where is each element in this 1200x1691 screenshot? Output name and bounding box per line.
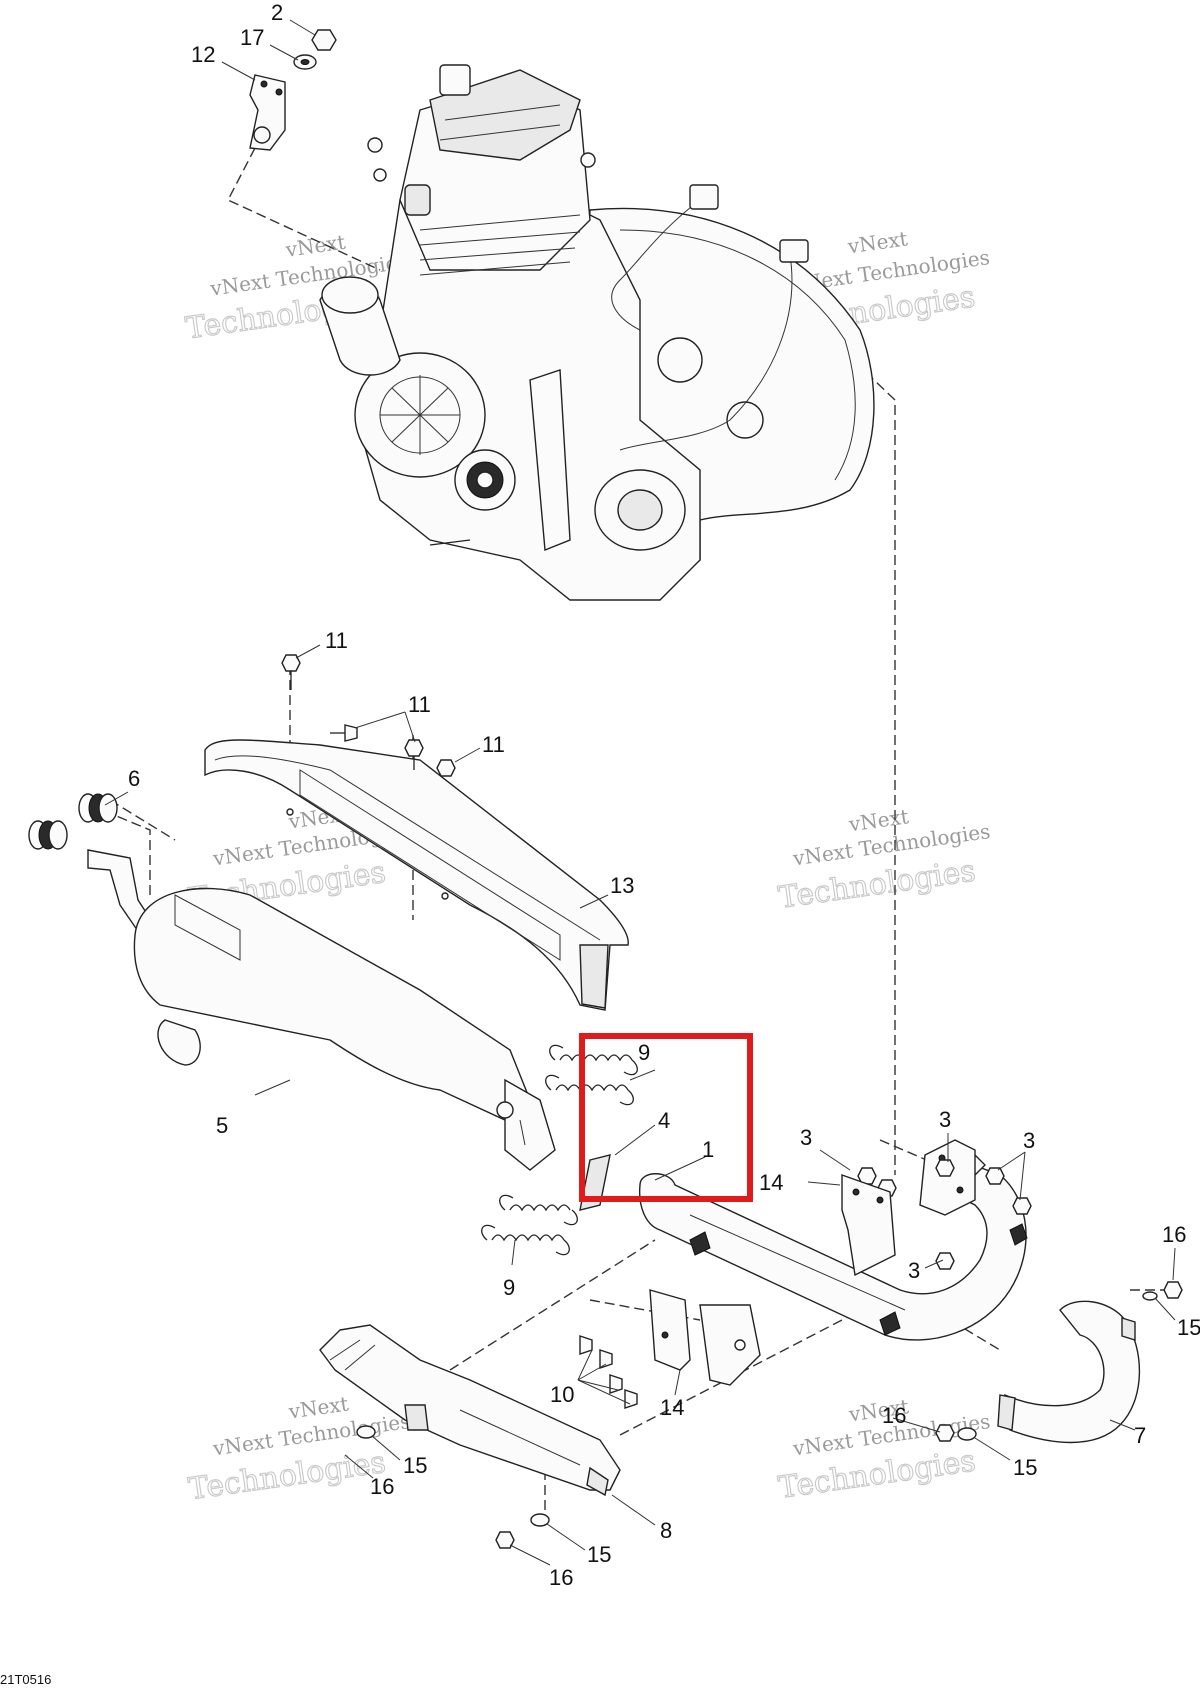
heat-shield-8 <box>319 1324 621 1497</box>
callout-11: 11 <box>408 692 431 717</box>
callout-17: 17 <box>240 25 264 50</box>
callout-3: 3 <box>908 1258 920 1283</box>
springs-9-lower <box>481 1194 578 1256</box>
callout-3: 3 <box>1023 1128 1035 1153</box>
callout-9: 9 <box>638 1040 650 1065</box>
bracket-14-lower <box>649 1289 761 1386</box>
callout-16: 16 <box>370 1474 394 1499</box>
callout-3: 3 <box>939 1107 951 1132</box>
callout-16: 16 <box>1162 1222 1186 1247</box>
springs-9-upper <box>545 1044 638 1106</box>
bracket-12 <box>249 74 286 151</box>
leader-lines <box>104 19 1176 1566</box>
bolt-16-right <box>1142 1281 1183 1301</box>
highlight-box <box>579 1033 753 1202</box>
callout-4: 4 <box>658 1108 670 1133</box>
callout-12: 12 <box>191 42 215 67</box>
flange-3 <box>919 1139 976 1216</box>
nut-2 <box>311 29 337 51</box>
callout-8: 8 <box>660 1518 672 1543</box>
callout-3: 3 <box>800 1125 812 1150</box>
callout-15: 15 <box>1013 1455 1037 1480</box>
muffler-5 <box>87 849 556 1171</box>
callout-2: 2 <box>271 0 283 25</box>
callout-14: 14 <box>759 1170 783 1195</box>
nuts-3 <box>857 1159 1032 1270</box>
callout-13: 13 <box>610 873 634 898</box>
callout-16: 16 <box>549 1565 573 1590</box>
callout-11: 11 <box>325 628 348 653</box>
callout-14: 14 <box>660 1395 684 1420</box>
bracket-14-upper <box>841 1174 896 1277</box>
callout-labels: 2 17 12 11 11 11 6 13 9 4 1 5 3 3 3 3 14… <box>128 0 1200 1590</box>
svg-text:vNext: vNext <box>845 226 909 258</box>
callout-7: 7 <box>1134 1423 1146 1448</box>
callout-15: 15 <box>587 1542 611 1567</box>
engine-assembly <box>319 64 875 601</box>
callout-16: 16 <box>882 1403 906 1428</box>
screws-11 <box>281 654 456 777</box>
heat-shield-13 <box>204 739 629 1011</box>
callout-5: 5 <box>216 1113 228 1138</box>
washers-15-bolts-16-lower <box>356 1424 977 1549</box>
callout-15: 15 <box>1177 1315 1200 1340</box>
callout-9: 9 <box>503 1275 515 1300</box>
callout-11: 11 <box>482 732 505 757</box>
diagram-code: 21T0516 <box>0 1672 52 1687</box>
bolts-10 <box>579 1335 638 1409</box>
rubber-mounts-6 <box>28 793 118 850</box>
watermark-group-6: vNext vNext Technologies Technologies <box>776 1394 992 1506</box>
callout-10: 10 <box>550 1382 574 1407</box>
washer-17 <box>293 54 317 70</box>
tailpipe-7 <box>997 1300 1141 1444</box>
callout-6: 6 <box>128 766 140 791</box>
watermark-group-4: vNext vNext Technologies Technologies <box>776 804 992 916</box>
callout-1: 1 <box>702 1137 714 1162</box>
callout-15: 15 <box>403 1453 427 1478</box>
svg-text:vNext: vNext <box>283 230 347 262</box>
